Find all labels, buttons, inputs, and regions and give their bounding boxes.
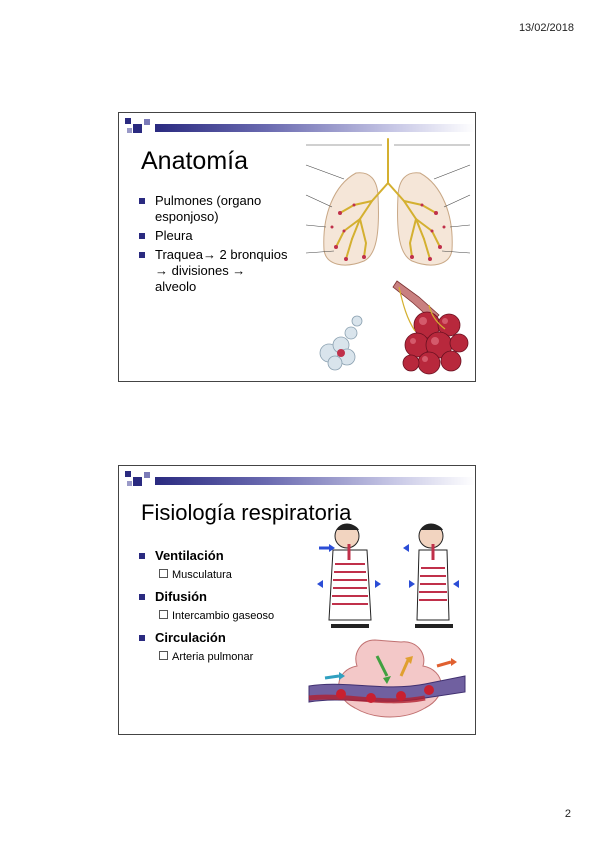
bullet-item: Difusión Intercambio gaseoso (139, 589, 289, 624)
bullet-item: Traquea→ 2 bronquios → divisiones → alve… (139, 247, 289, 295)
slide-fisiologia: Fisiología respiratoria Ventilación Musc… (118, 465, 476, 735)
sub-bullet: Arteria pulmonar (155, 649, 289, 665)
bullet-marker (139, 553, 145, 559)
slide-anatomia: Anatomía Pulmones (organo esponjoso) Ple… (118, 112, 476, 382)
checkbox-icon (159, 569, 168, 578)
checkbox-icon (159, 610, 168, 619)
bullet-item: Pleura (139, 228, 289, 244)
alveoli-illustration (319, 280, 469, 375)
slide-title: Fisiología respiratoria (141, 500, 352, 525)
breathing-illustration (317, 523, 459, 628)
bullet-marker (139, 198, 145, 204)
bullet-item: Circulación Arteria pulmonar (139, 630, 289, 665)
bullet-marker (139, 252, 145, 258)
bullet-marker (139, 635, 145, 641)
bullet-list: Pulmones (organo esponjoso) Pleura Traqu… (139, 193, 289, 298)
sub-bullet: Intercambio gaseoso (155, 608, 289, 624)
bullet-list: Ventilación Musculatura Difusión Interca… (139, 548, 289, 671)
bullet-item: Ventilación Musculatura (139, 548, 289, 583)
sub-bullet: Musculatura (155, 567, 289, 583)
checkbox-icon (159, 651, 168, 660)
slide-decoration (125, 471, 475, 489)
page-number: 2 (564, 808, 571, 820)
slide-decoration (125, 118, 475, 136)
gas-exchange-illustration (308, 639, 466, 718)
bullet-item: Pulmones (organo esponjoso) (139, 193, 289, 225)
slide-title: Anatomía (141, 147, 249, 175)
title-gradient-bar (155, 477, 475, 485)
bullet-marker (139, 594, 145, 600)
bullet-marker (139, 233, 145, 239)
lungs-illustration (305, 138, 471, 266)
header-date: 13/02/2018 (518, 22, 574, 34)
title-gradient-bar (155, 124, 475, 132)
